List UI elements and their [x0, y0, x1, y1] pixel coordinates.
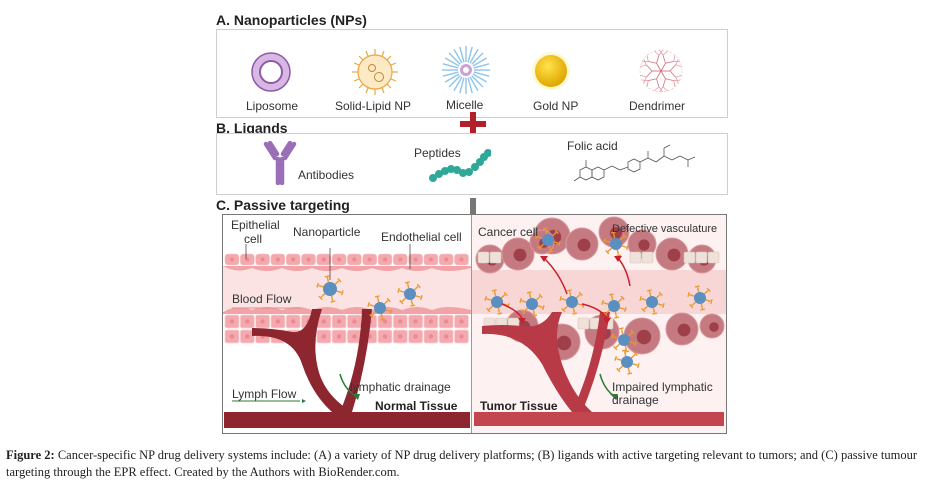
antibody-icon — [263, 141, 297, 185]
impaired-drainage-label-line2: drainage — [612, 393, 659, 407]
dendrimer-icon — [639, 49, 683, 93]
endothelial-cell — [683, 251, 696, 264]
lymph-vessel-tumor — [474, 412, 724, 426]
endothelial-cell — [477, 251, 490, 264]
nanoparticle — [484, 289, 510, 315]
endothelial-cell — [641, 251, 654, 264]
endothelial-cell — [695, 251, 708, 264]
peptide-residue — [435, 170, 443, 178]
section-a-title: A. Nanoparticles (NPs) — [216, 12, 367, 28]
blood-vessel-branch — [252, 309, 352, 412]
impaired-drainage-label-line1: Impaired lymphatic — [612, 380, 713, 394]
ligands-panel — [216, 133, 728, 195]
peptide-residue — [465, 168, 473, 176]
endothelial-layer — [223, 307, 471, 314]
extravasation-arrow — [617, 257, 631, 287]
nanoparticle — [316, 275, 344, 303]
cancer-cell-label: Cancer cell — [478, 225, 539, 239]
endothelial-layer — [223, 266, 471, 271]
nanoparticle — [601, 293, 627, 319]
gold-np-icon — [532, 52, 570, 90]
dendrimer-label: Dendrimer — [629, 99, 686, 113]
caption-text: Cancer-specific NP drug delivery systems… — [6, 448, 917, 479]
endothelial-cell — [489, 251, 502, 264]
peptide-residue — [453, 166, 461, 174]
plus-icon — [460, 112, 486, 136]
gold-np-label: Gold NP — [533, 99, 579, 113]
blood-flow-label: Blood Flow — [232, 292, 292, 306]
blood-vessel-branch — [572, 312, 610, 412]
extravasation-arrow — [543, 257, 568, 295]
nanoparticle — [519, 291, 545, 317]
section-b-title: B. Ligands — [216, 120, 288, 136]
figure-caption: Figure 2: Cancer-specific NP drug delive… — [6, 447, 941, 481]
lymph-vessel-normal — [224, 412, 470, 428]
nanoparticle — [614, 349, 640, 375]
peptide-chain-icon — [429, 149, 491, 182]
blood-vessel-branch — [340, 309, 372, 412]
micelle-label: Micelle — [446, 98, 484, 112]
folic-acid-structure-icon — [573, 144, 696, 182]
nanoparticle — [603, 231, 629, 257]
nanoparticle — [535, 227, 561, 253]
nanoparticle — [687, 285, 713, 311]
extravasation-arrow — [581, 303, 608, 319]
endothelial-cell — [629, 251, 642, 264]
liposome-label: Liposome — [246, 99, 299, 113]
blood-vessel-branch — [482, 312, 592, 412]
tumor-tissue-region — [472, 215, 726, 433]
peptide-residue — [447, 165, 455, 173]
nanoparticle-label: Nanoparticle — [293, 225, 361, 239]
nanoparticle — [639, 289, 665, 315]
section-c-title: C. Passive targeting — [216, 197, 350, 213]
endothelial-cell-label: Endothelial cell — [381, 230, 462, 244]
nanoparticle — [397, 281, 423, 307]
peptide-residue — [429, 174, 437, 182]
antibodies-label: Antibodies — [298, 168, 355, 182]
normal-tissue-label: Normal Tissue — [375, 399, 458, 413]
epithelial-cell-label-line2: cell — [244, 232, 263, 246]
peptide-residue — [484, 149, 491, 157]
peptide-residue — [459, 169, 467, 177]
liposome-icon — [251, 52, 291, 92]
nanoparticle — [367, 295, 393, 321]
defective-vasculature-label: Defective vasculature — [612, 223, 718, 235]
solid-lipid-np-label: Solid-Lipid NP — [335, 99, 412, 113]
extravasation-arrow — [501, 303, 523, 319]
peptide-residue — [471, 163, 479, 171]
figure-label: Figure 2: — [6, 448, 55, 462]
endothelial-cell — [707, 251, 720, 264]
lymph-flow-label: Lymph Flow — [232, 387, 297, 401]
nanoparticles-panel — [216, 29, 728, 118]
nanoparticle — [559, 289, 585, 315]
micelle-icon — [442, 46, 490, 94]
solid-lipid-np-icon — [352, 49, 398, 95]
passive-targeting-illustration — [222, 214, 727, 434]
folic-acid-label: Folic acid — [567, 139, 618, 153]
lymphatic-drainage-label: lymphatic drainage — [350, 380, 451, 394]
tumor-tissue-label: Tumor Tissue — [480, 399, 558, 413]
endothelial-cell — [577, 317, 590, 330]
peptides-label: Peptides — [414, 146, 461, 160]
epithelial-cell-label-line1: Epithelial — [231, 218, 280, 232]
